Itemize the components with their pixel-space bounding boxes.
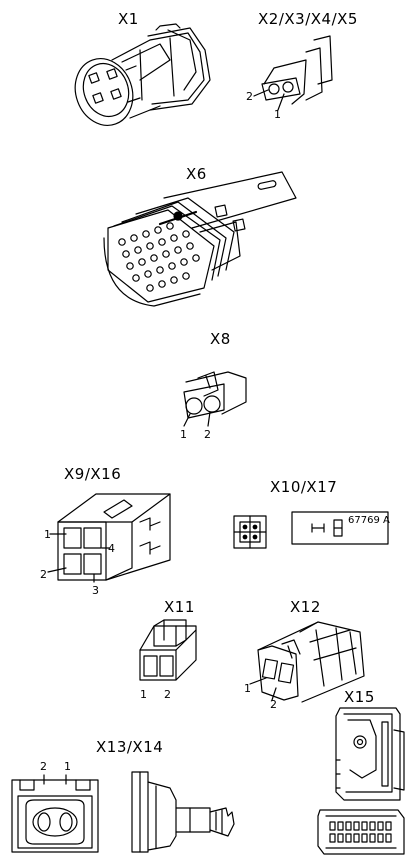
x2-x5-drawing xyxy=(254,36,332,110)
x10-x17-label: X10/X17 xyxy=(270,478,338,496)
x15-pin-row-bottom xyxy=(330,834,391,842)
x13-x14-side-drawing xyxy=(132,772,234,852)
x8-pin-1: 1 xyxy=(180,428,187,441)
x11-pin-2: 2 xyxy=(164,688,171,701)
x8-label: X8 xyxy=(210,330,231,348)
x12-drawing xyxy=(250,622,364,702)
x15-label: X15 xyxy=(344,688,375,706)
x6-drawing xyxy=(104,172,296,306)
x9-pin-4: 4 xyxy=(108,542,115,555)
x8-drawing xyxy=(184,372,246,426)
x11-pin-1: 1 xyxy=(140,688,147,701)
x2-pin-1: 1 xyxy=(274,108,281,121)
x11-drawing xyxy=(140,620,196,680)
x10-x17-drawing xyxy=(234,512,388,548)
x6-pin-holes xyxy=(119,223,199,291)
x9-pin-3: 3 xyxy=(92,584,99,597)
x9-pin-1: 1 xyxy=(44,528,51,541)
x11-label: X11 xyxy=(164,598,195,616)
x10-part-number: 67769 A xyxy=(348,515,390,526)
x9-pin-2: 2 xyxy=(40,568,47,581)
x2-x5-label: X2/X3/X4/X5 xyxy=(258,10,358,28)
x1-label: X1 xyxy=(118,10,139,28)
x15-pin-row-top xyxy=(330,822,391,830)
x9-x16-label: X9/X16 xyxy=(64,465,122,483)
x13-x14-front-drawing xyxy=(12,775,98,852)
x12-pin-2: 2 xyxy=(270,698,277,711)
x13-pin-2: 2 xyxy=(40,760,47,773)
x2-pin-2: 2 xyxy=(246,90,253,103)
x9-x16-drawing xyxy=(48,494,170,582)
x13-pin-1: 1 xyxy=(64,760,71,773)
x15-drawing xyxy=(318,708,404,854)
x8-pin-2: 2 xyxy=(204,428,211,441)
x1-drawing xyxy=(66,24,210,134)
x6-label: X6 xyxy=(186,165,207,183)
x12-label: X12 xyxy=(290,598,321,616)
x12-pin-1: 1 xyxy=(244,682,251,695)
x13-x14-label: X13/X14 xyxy=(96,738,164,756)
